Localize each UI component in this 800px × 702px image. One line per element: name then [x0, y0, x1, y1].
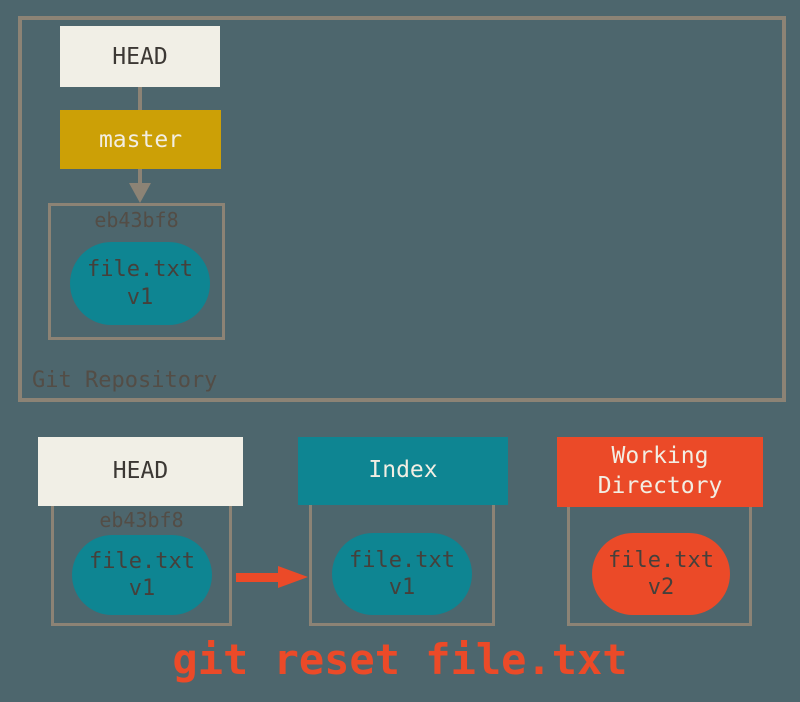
workdir-area-header: Working Directory: [557, 437, 763, 507]
reset-arrowhead-icon: [278, 566, 308, 588]
head-area-file-version: v1: [128, 576, 156, 601]
index-area-file-version: v1: [388, 575, 416, 600]
head-ref-box: HEAD: [60, 26, 220, 87]
commit-hash-label: eb43bf8: [94, 208, 179, 232]
git-repository-label: Git Repository: [32, 368, 218, 393]
workdir-area-file-pill: file.txt v2: [592, 533, 730, 615]
reset-arrow-shaft: [236, 573, 280, 582]
head-area-box: [51, 506, 232, 626]
workdir-area-label: Working Directory: [597, 443, 723, 499]
index-area-header: Index: [298, 437, 508, 505]
master-branch-label: master: [98, 126, 183, 153]
workdir-area-file-version: v2: [647, 575, 675, 600]
head-ref-label: HEAD: [112, 43, 168, 70]
master-to-commit-arrowhead-icon: [129, 183, 151, 203]
master-branch-box: master: [60, 110, 221, 169]
head-area-file-name: file.txt: [89, 548, 195, 574]
commit-box: [48, 203, 225, 340]
commit-file-name: file.txt: [87, 257, 193, 282]
index-area-label: Index: [368, 457, 438, 484]
head-to-master-connector: [138, 87, 142, 110]
master-to-commit-arrow-shaft: [138, 169, 142, 184]
head-area-label: HEAD: [112, 457, 169, 484]
index-area-file-name: file.txt: [349, 547, 455, 573]
head-area-file-pill: file.txt v1: [72, 535, 212, 615]
head-area-header: HEAD: [38, 437, 243, 506]
commit-file-pill: file.txt v1: [70, 242, 210, 325]
commit-file-version: v1: [126, 284, 154, 310]
command-caption: git reset file.txt: [172, 635, 628, 684]
workdir-area-box: [567, 505, 752, 626]
git-repository-box: [18, 16, 786, 402]
workdir-area-file-name: file.txt: [608, 547, 714, 573]
index-area-box: [309, 505, 495, 626]
index-area-file-pill: file.txt v1: [332, 533, 472, 615]
head-area-commit-hash: eb43bf8: [99, 508, 184, 532]
